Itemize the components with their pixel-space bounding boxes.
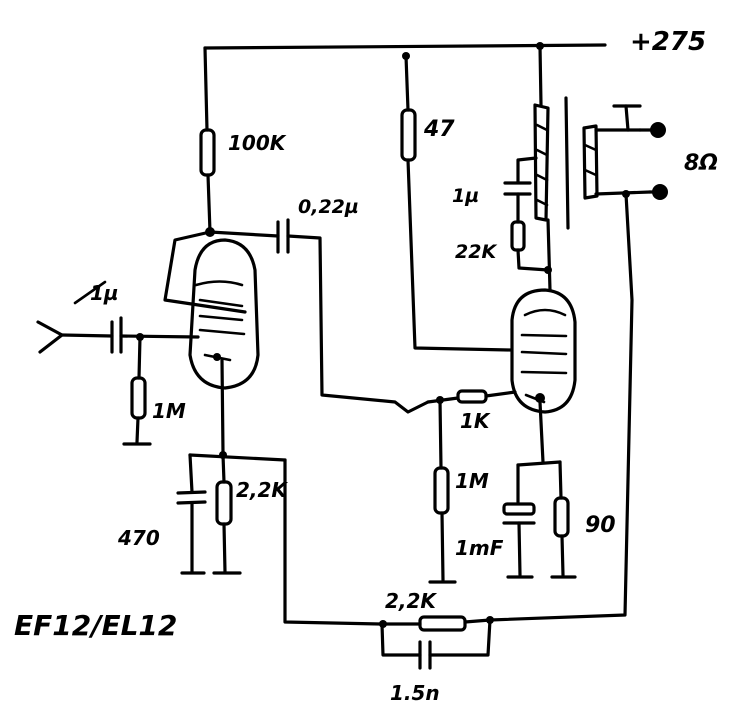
cathode-resistor-label: 2,2K	[236, 478, 288, 502]
coupling-cap-label: 0,22µ	[298, 196, 359, 218]
screen-resistor-47	[400, 54, 512, 352]
grid-stopper-label: 1K	[460, 409, 491, 433]
tube-ef12	[188, 238, 260, 390]
feedback-cap-label: 1.5n	[390, 681, 440, 705]
grid-resistor-1m	[122, 333, 152, 446]
input-terminal	[36, 280, 200, 354]
grid-resistor-label: 1M	[152, 399, 186, 423]
grid-leak-label: 1M	[455, 469, 489, 493]
supply-voltage-label: +275	[630, 27, 706, 57]
cathode2-resistor-label: 90	[585, 513, 616, 538]
feedback-resistor-label: 2,2K	[385, 589, 437, 613]
plate-resistor-100k	[199, 46, 216, 234]
grid-stopper-1k	[426, 389, 517, 584]
plate-resistor-100k-label: 100K	[228, 131, 287, 155]
output-transformer	[533, 44, 652, 292]
tube-el12	[510, 288, 577, 414]
cathode-cap-label: 470	[117, 526, 160, 550]
speaker-impedance-label: 8Ω	[684, 151, 718, 176]
snubber-resistor-label: 22K	[455, 241, 497, 263]
speaker-terminals	[638, 122, 668, 200]
cathode-network-stage2	[502, 400, 577, 579]
cathode-network-stage1	[176, 358, 382, 626]
snubber-cap-label: 1µ	[452, 185, 479, 207]
coupling-cap-022u	[276, 218, 430, 414]
tube-types-label: EF12/EL12	[14, 609, 177, 642]
input-cap-label: 1µ	[90, 281, 119, 305]
feedback-network	[378, 192, 634, 670]
stage1-plate-node	[163, 227, 280, 314]
screen-resistor-label: 47	[423, 117, 455, 142]
plate-snubber	[503, 156, 552, 274]
cathode2-cap-label: 1mF	[455, 536, 504, 560]
